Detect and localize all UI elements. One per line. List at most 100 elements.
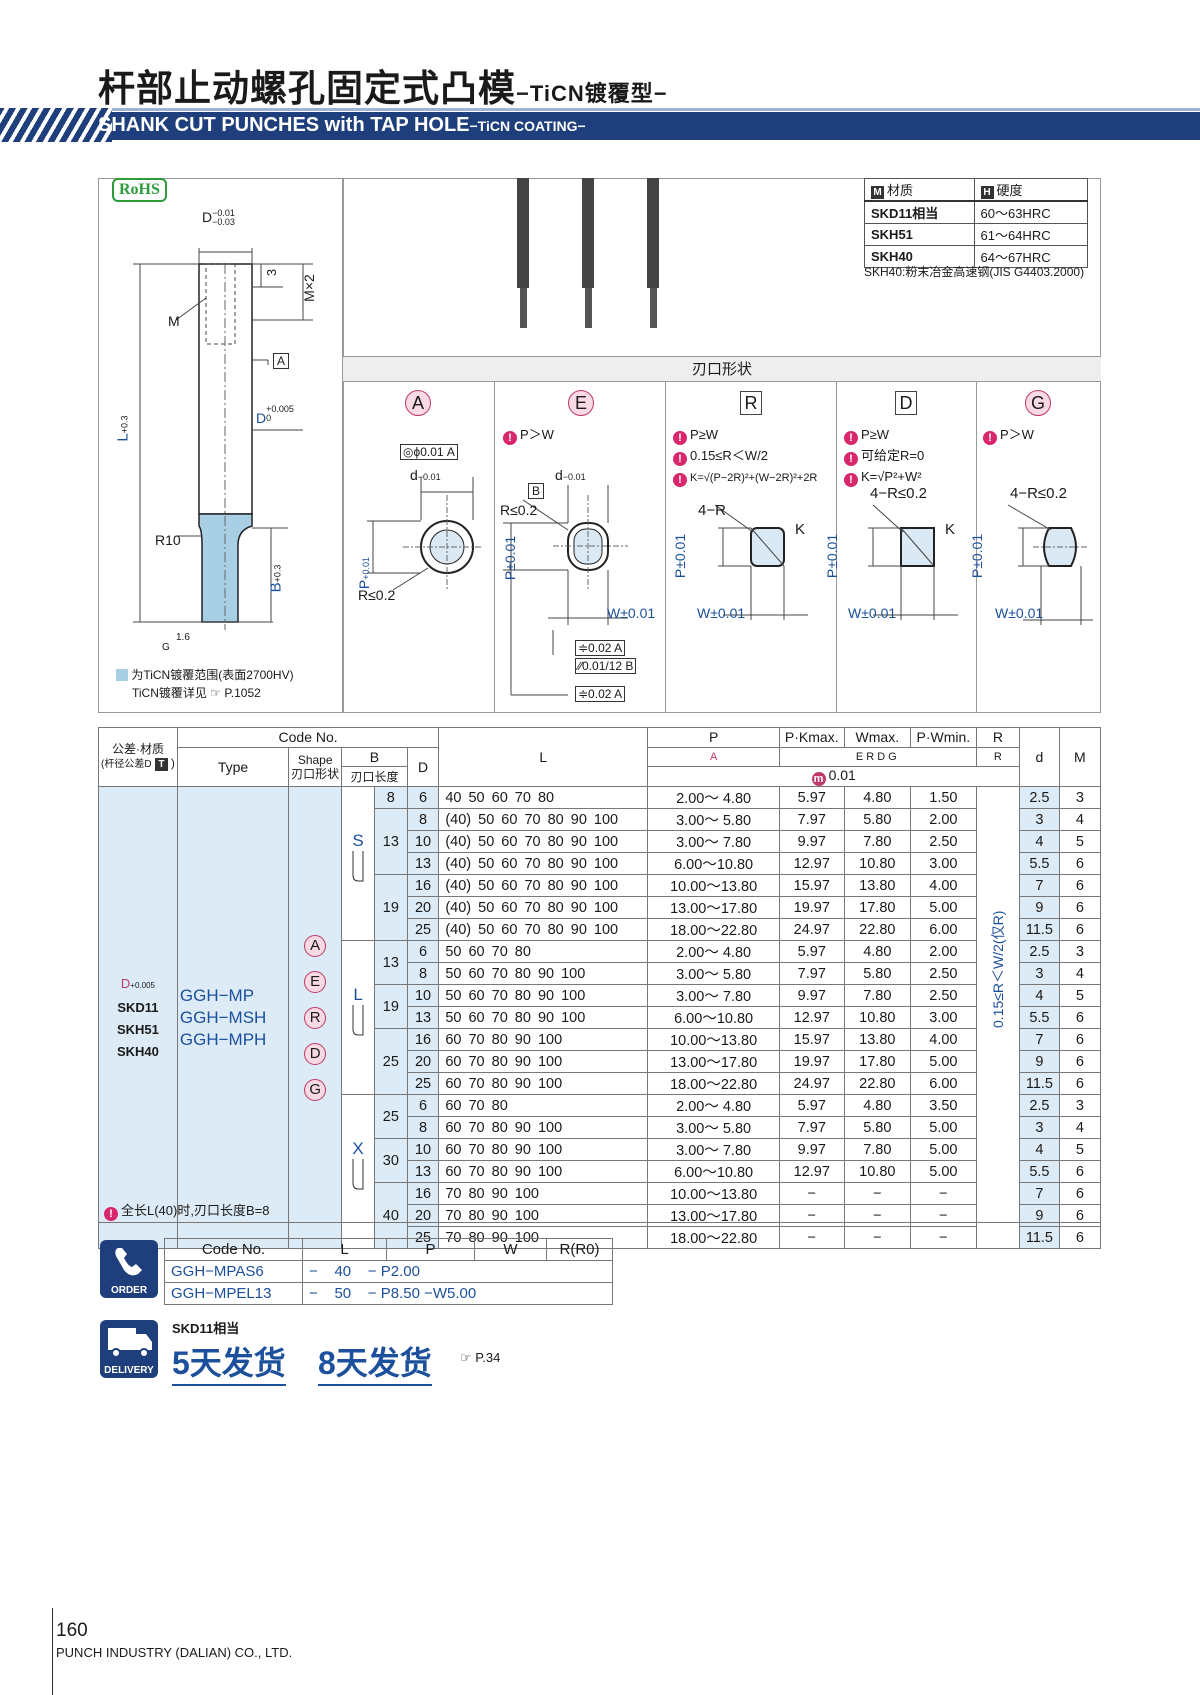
l-cell: (40) 50 60 70 80 90 100 <box>438 896 649 920</box>
l-cell: (40) 50 60 70 80 90 100 <box>438 830 649 854</box>
m-cell: 6 <box>1058 1226 1102 1250</box>
value-cell: 9.97 <box>778 830 845 854</box>
value-cell: 7.80 <box>843 1138 912 1162</box>
order-header: W <box>474 1238 547 1261</box>
shape-r-w: W±0.01 <box>697 605 746 621</box>
d-cell: 20 <box>406 1204 440 1228</box>
value-cell: 7.97 <box>778 962 845 986</box>
delivery-icon: DELIVERY <box>100 1320 158 1378</box>
d-small-cell: 9 <box>1019 1050 1060 1074</box>
d-small-cell: 2.5 <box>1019 786 1060 810</box>
d-header: D <box>406 746 440 788</box>
value-cell: 7.97 <box>778 1116 845 1140</box>
w-shapes-header: ERDG <box>778 746 977 768</box>
l-header: L <box>438 726 649 788</box>
value-cell: 13.80 <box>843 874 912 898</box>
d-cell: 13 <box>406 852 440 876</box>
b-cell: 19 <box>373 874 408 942</box>
shape-a-d: d−0.01 <box>410 467 441 483</box>
d-cell: 20 <box>406 1050 440 1074</box>
shape-r-p: P±0.01 <box>672 533 689 579</box>
type-header: Type <box>176 746 290 788</box>
tol-mat-header: 公差·材质(杆径公差D T) <box>98 726 178 788</box>
datum-a: A <box>273 353 289 369</box>
value-cell: 12.97 <box>778 852 845 876</box>
value-cell: 2.00 <box>910 808 977 832</box>
value-cell: 6.00～10.80 <box>647 852 780 876</box>
value-cell: 2.50 <box>910 962 977 986</box>
order-values: − 40 − P2.00 <box>302 1260 613 1283</box>
d-small-header: d <box>1019 726 1060 788</box>
order-code: GGH−MPEL13 <box>164 1282 303 1305</box>
drawing-panel <box>98 178 343 713</box>
d-cell: 13 <box>406 1006 440 1030</box>
m-cell: 4 <box>1058 1116 1102 1140</box>
value-cell: 19.97 <box>778 896 845 920</box>
d-cell: 8 <box>406 808 440 832</box>
d-cell: 16 <box>406 1182 440 1206</box>
d-cell: 8 <box>406 962 440 986</box>
hardness-cell: 61～64HRC <box>973 223 1089 246</box>
shape-d-k: K <box>945 521 956 538</box>
shape-g-p: P±0.01 <box>969 533 986 579</box>
m-cell: 6 <box>1058 1204 1102 1228</box>
label-m: M <box>168 313 180 329</box>
l-cell: 50 60 70 80 90 100 <box>438 984 649 1008</box>
code-header: Code No. <box>176 727 440 748</box>
value-cell: 22.80 <box>843 1072 912 1096</box>
order-header: P <box>386 1238 475 1261</box>
value-cell: 3.00～ 7.80 <box>647 1138 780 1162</box>
d-small-cell: 11.5 <box>1019 1072 1060 1096</box>
shape-marker: A <box>304 934 327 957</box>
b-header: B <box>341 746 408 768</box>
value-cell: 12.97 <box>778 1160 845 1184</box>
delivery-ref: ☞ P.34 <box>460 1350 501 1365</box>
value-cell: 3.00～ 5.80 <box>647 808 780 832</box>
value-cell: − <box>778 1226 845 1250</box>
title-banner <box>0 112 1200 140</box>
d-cell: 25 <box>406 918 440 942</box>
b-cell: 25 <box>373 1028 408 1096</box>
delivery-days-1: 5天发货 <box>172 1338 286 1386</box>
code-group-cell: S <box>341 786 375 942</box>
shape-r-notes: !P≥W!0.15≤R＜W/2!K=√(P−2R)²+(W−2R)²+2R <box>673 424 817 489</box>
shape-r-4r: 4−R <box>698 502 726 519</box>
m-cell: 6 <box>1058 1006 1102 1030</box>
shape-g-4r: 4−R≤0.2 <box>1010 485 1068 502</box>
d-cell: 10 <box>406 1138 440 1162</box>
shape-e-d: d−0.01 <box>555 467 586 483</box>
shape-marker: E <box>304 970 327 993</box>
value-cell: 10.80 <box>843 1006 912 1030</box>
value-cell: 5.80 <box>843 1116 912 1140</box>
l-cell: (40) 50 60 70 80 90 100 <box>438 808 649 832</box>
m-cell: 6 <box>1058 918 1102 942</box>
shape-marker: G <box>304 1078 327 1101</box>
d-cell: 10 <box>406 984 440 1008</box>
dim-mx2: M×2 <box>300 274 317 302</box>
m-cell: 6 <box>1058 874 1102 898</box>
pk-header: P·Kmax. <box>778 727 845 748</box>
m-cell: 6 <box>1058 1028 1102 1052</box>
value-cell: 5.00 <box>910 896 977 920</box>
r-note-cell: 0.15≤R＜W/2(仅R) <box>975 786 1021 1250</box>
hardness-cell: 64～67HRC <box>973 245 1089 268</box>
order-values: − 50 − P8.50 −W5.00 <box>302 1282 613 1305</box>
concentricity-callout: ◎ϕ0.01 A <box>400 444 458 460</box>
shape-a-p: P+0.01 <box>356 556 373 590</box>
m-cell: 6 <box>1058 1072 1102 1096</box>
value-cell: 3.50 <box>910 1094 977 1118</box>
d-cell: 6 <box>406 786 440 810</box>
d-small-cell: 3 <box>1019 962 1060 986</box>
d-small-cell: 5.5 <box>1019 852 1060 876</box>
value-cell: 3.00～ 7.80 <box>647 984 780 1008</box>
